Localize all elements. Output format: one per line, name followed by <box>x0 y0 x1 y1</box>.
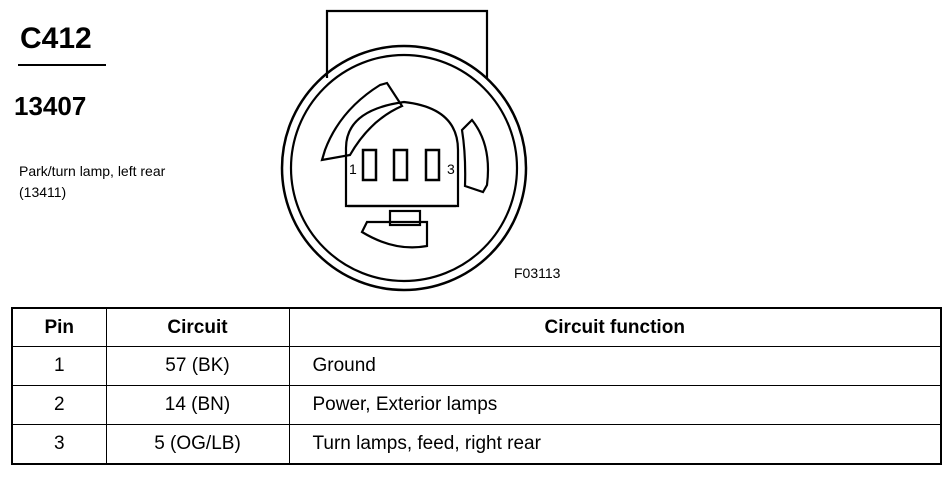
connector-face-diagram: 1 3 <box>280 9 528 292</box>
latch-bottom <box>360 220 429 249</box>
keying-slot <box>388 209 422 227</box>
table-row: 3 5 (OG/LB) Turn lamps, feed, right rear <box>11 424 942 465</box>
pin-label-3: 3 <box>447 161 455 177</box>
figure-code: F03113 <box>514 265 561 281</box>
housing-tab <box>325 9 489 78</box>
cavity-face <box>344 100 460 208</box>
connector-description: Park/turn lamp, left rear (13411) <box>19 163 166 200</box>
cell-circuit: 5 (OG/LB) <box>105 424 290 465</box>
cell-function: Ground <box>288 346 942 386</box>
cell-pin: 2 <box>11 385 107 425</box>
connector-id: C412 <box>20 22 92 55</box>
table-header-row: Pin Circuit Circuit function <box>11 307 942 347</box>
housing-outer-ring <box>280 44 528 292</box>
pinout-table: Pin Circuit Circuit function 1 57 (BK) G… <box>11 307 942 465</box>
header-function: Circuit function <box>288 307 942 347</box>
table-row: 1 57 (BK) Ground <box>11 346 942 386</box>
pin-3 <box>424 148 441 182</box>
header-pin: Pin <box>11 307 107 347</box>
pin-label-1: 1 <box>349 161 357 177</box>
pin-1 <box>361 148 378 182</box>
cell-function: Power, Exterior lamps <box>288 385 942 425</box>
part-number: 13407 <box>14 91 87 121</box>
title-underline <box>18 64 106 66</box>
cell-pin: 3 <box>11 424 107 465</box>
cell-circuit: 57 (BK) <box>105 346 290 386</box>
latch-right <box>460 118 490 194</box>
table-row: 2 14 (BN) Power, Exterior lamps <box>11 385 942 425</box>
pin-2 <box>392 148 409 182</box>
housing-inner-ring <box>289 53 519 283</box>
cell-function: Turn lamps, feed, right rear <box>288 424 942 465</box>
latch-top-left <box>320 81 404 162</box>
header-circuit: Circuit <box>105 307 290 347</box>
cell-pin: 1 <box>11 346 107 386</box>
cell-circuit: 14 (BN) <box>105 385 290 425</box>
